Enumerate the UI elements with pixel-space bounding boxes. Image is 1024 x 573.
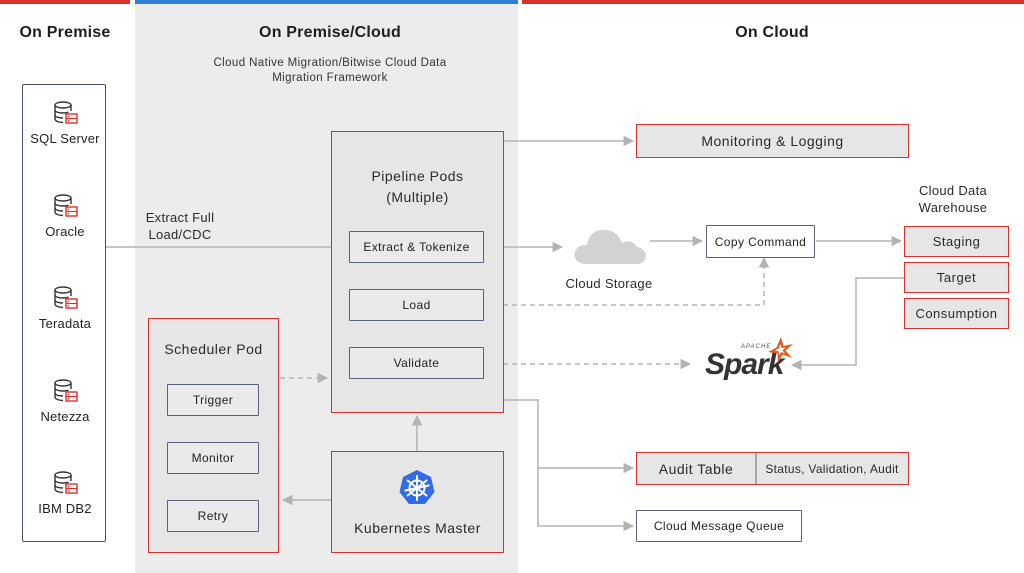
warehouse-title: Cloud Data Warehouse [896, 182, 1010, 216]
column-title-on-premise: On Premise [19, 24, 111, 41]
database-icon [54, 194, 78, 217]
warehouse-target: Target [904, 262, 1009, 293]
warehouse-consumption: Consumption [904, 298, 1009, 329]
arrow-pipeline-to-audit [504, 399, 635, 474]
arrow-target-to-spark [790, 277, 904, 371]
top-bar-premise [0, 0, 130, 4]
spark-logo-icon [768, 337, 793, 363]
source-teradata: Teradata [23, 284, 107, 331]
extract-label-line-2: Load/CDC [148, 227, 212, 242]
framework-subtitle-line-2: Migration Framework [272, 72, 388, 84]
step-trigger: Trigger [167, 384, 259, 416]
extract-label: Extract Full Load/CDC [140, 209, 220, 243]
arrow-load-to-copy [485, 256, 770, 306]
warehouse-title-line-2: Warehouse [918, 200, 988, 215]
cloud-message-queue-box: Cloud Message Queue [636, 510, 802, 542]
kubernetes-master-box: Kubernetes Master [331, 451, 504, 553]
pipeline-pods-title: Pipeline Pods (Multiple) [332, 166, 503, 208]
source-label: Netezza [40, 409, 90, 424]
column-title-hybrid: On Premise/Cloud [259, 24, 401, 41]
cloud-storage-label: Cloud Storage [565, 276, 653, 291]
audit-table-fields: Status, Validation, Audit [765, 461, 899, 476]
arrow-pipeline-to-queue [537, 468, 635, 532]
pipeline-title-line-1: Pipeline Pods [371, 168, 464, 184]
database-icon [54, 101, 78, 124]
cloud-icon [574, 229, 646, 264]
kubernetes-master-title: Kubernetes Master [354, 520, 481, 536]
database-icon [54, 379, 78, 402]
audit-divider [755, 453, 757, 484]
step-retry: Retry [167, 500, 259, 532]
top-bar-cloud [522, 0, 1024, 4]
source-databases-panel: SQL Server Oracle [22, 84, 106, 542]
spark-brand-text: Spark [705, 348, 784, 381]
database-icon [54, 286, 78, 309]
database-icon [54, 471, 78, 494]
top-bar-hybrid [135, 0, 518, 4]
warehouse-staging: Staging [904, 226, 1009, 257]
step-monitor: Monitor [167, 442, 259, 474]
source-label: IBM DB2 [38, 501, 92, 516]
scheduler-pod-title: Scheduler Pod [164, 341, 263, 357]
column-title-on-cloud: On Cloud [735, 24, 809, 41]
audit-table-label: Audit Table [658, 460, 734, 477]
source-ibm-db2: IBM DB2 [23, 469, 107, 516]
step-extract-tokenize: Extract & Tokenize [349, 231, 484, 263]
step-validate: Validate [349, 347, 484, 379]
spark-logo: APACHE Spark [703, 336, 798, 386]
source-label: Oracle [45, 224, 85, 239]
kubernetes-icon [399, 470, 435, 504]
framework-subtitle-line-1: Cloud Native Migration/Bitwise Cloud Dat… [213, 57, 447, 69]
copy-command-box: Copy Command [706, 225, 815, 258]
extract-label-line-1: Extract Full [145, 210, 215, 225]
source-sql-server: SQL Server [23, 99, 107, 146]
pipeline-title-line-2: (Multiple) [386, 189, 449, 205]
source-label: SQL Server [30, 131, 100, 146]
audit-table-box: Audit Table Status, Validation, Audit [636, 452, 909, 485]
source-oracle: Oracle [23, 192, 107, 239]
step-load: Load [349, 289, 484, 321]
framework-subtitle: Cloud Native Migration/Bitwise Cloud Dat… [135, 56, 525, 86]
spark-apache-text: APACHE [741, 344, 772, 350]
source-netezza: Netezza [23, 377, 107, 424]
source-label: Teradata [38, 316, 92, 331]
monitoring-logging-box: Monitoring & Logging [636, 124, 909, 158]
warehouse-title-line-1: Cloud Data [918, 183, 988, 198]
